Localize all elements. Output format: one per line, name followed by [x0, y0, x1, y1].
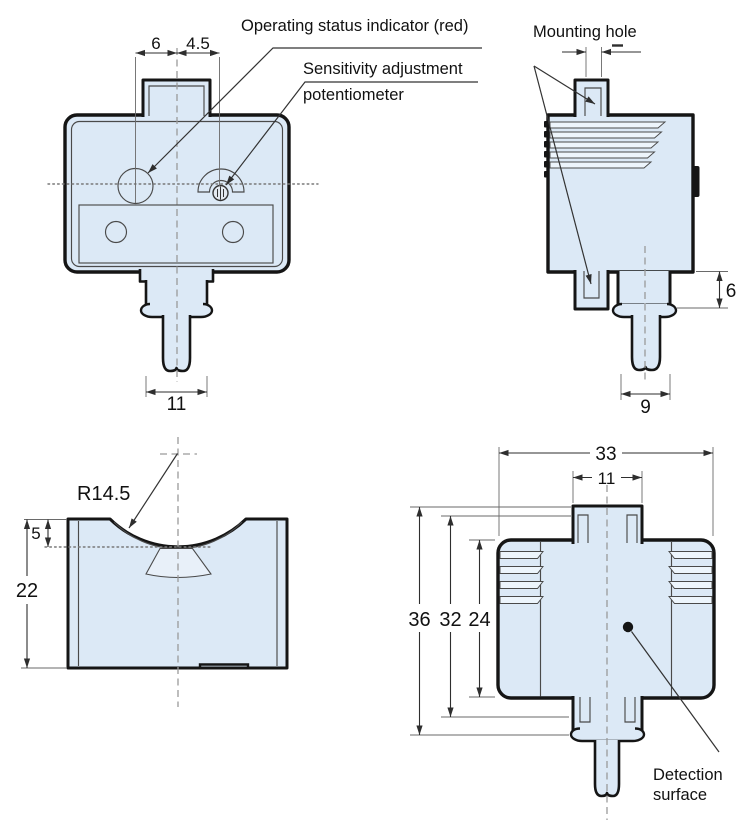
dim-inner-height: 32 [439, 609, 461, 631]
dim-width: 33 [595, 444, 616, 465]
front-lower-panel [78, 204, 274, 264]
top-dim-depth: 22 [16, 519, 67, 669]
dim-tab-width: 11 [598, 469, 616, 488]
rear-dim-width: 33 [498, 444, 714, 536]
rear-bottom-tab [571, 696, 644, 732]
side-edge-ribs [544, 121, 549, 178]
side-louvers [549, 121, 667, 169]
side-bottom-tab [573, 270, 610, 311]
top-view: R14.5 5 22 [16, 437, 289, 707]
dim-overall-height: 36 [408, 609, 430, 631]
rear-body [496, 538, 716, 700]
dim-body-height: 24 [468, 609, 490, 631]
mounting-hole-leader-top [533, 65, 596, 105]
side-dim-slot-width [562, 44, 641, 77]
rear-top-tab-slot-right [626, 514, 638, 543]
rear-dim-heights: 36 32 24 [408, 506, 571, 736]
potentiometer-leader [225, 81, 478, 186]
rear-bottom-tab-slot-right [624, 697, 636, 723]
side-dim-connector-width: 9 [620, 374, 671, 418]
label-detection-line2: surface [653, 786, 707, 804]
side-top-tab [573, 78, 610, 117]
dim-recess-depth: 5 [31, 524, 40, 543]
rear-top-tab-slot-left [577, 514, 589, 543]
side-clip-tab [692, 166, 700, 197]
label-operating-status: Operating status indicator (red) [241, 17, 468, 35]
label-sensitivity-line2: potentiometer [303, 86, 404, 104]
radius-leader [128, 453, 179, 529]
side-dim-connector-height: 6 [677, 271, 737, 309]
front-dim-cable-width: 11 [145, 376, 208, 415]
label-detection-line1: Detection [653, 766, 723, 784]
side-body [546, 113, 695, 274]
top-dim-recess-depth: 5 [24, 519, 67, 547]
dim-connector-height: 6 [726, 281, 737, 302]
label-sensitivity-line1: Sensitivity adjustment [303, 60, 463, 78]
operating-status-leader [147, 47, 482, 174]
side-cable [630, 315, 662, 372]
detection-surface-dot [622, 621, 634, 633]
side-top-tab-slot [584, 87, 602, 116]
dim-pot-offset: 4.5 [186, 34, 210, 53]
rear-louvers-left [499, 551, 544, 604]
rear-bottom-tab-slot-left [579, 697, 591, 723]
rear-louvers-right [668, 551, 713, 604]
dim-recess-radius: R14.5 [77, 483, 130, 505]
front-dim-top: 6 4.5 [135, 34, 220, 203]
top-bottom-notch [198, 663, 250, 668]
front-panel-hole-left [104, 220, 128, 244]
rear-view: Detection surface 33 11 [408, 444, 723, 820]
mounting-hole-leader-bottom [533, 65, 592, 285]
front-view: 6 4.5 11 Operating status indicator (red… [47, 17, 482, 415]
dim-depth: 22 [16, 580, 38, 602]
front-cable [161, 315, 192, 373]
dim-connector-width: 9 [640, 397, 651, 418]
rear-dim-tab-width: 11 [572, 469, 643, 503]
side-bottom-tab-slot [583, 271, 600, 299]
side-connector [616, 271, 672, 307]
potentiometer-slot-icon [212, 184, 229, 202]
label-mounting-hole: Mounting hole [533, 23, 637, 41]
dim-cable-width: 11 [167, 394, 187, 415]
detection-surface-leader [631, 631, 720, 753]
side-view: Mounting hole 6 9 [533, 23, 736, 418]
front-panel-hole-right [221, 220, 245, 244]
dim-led-offset: 6 [151, 34, 160, 53]
top-beam-window [145, 547, 212, 579]
potentiometer-arc-icon [197, 168, 245, 193]
